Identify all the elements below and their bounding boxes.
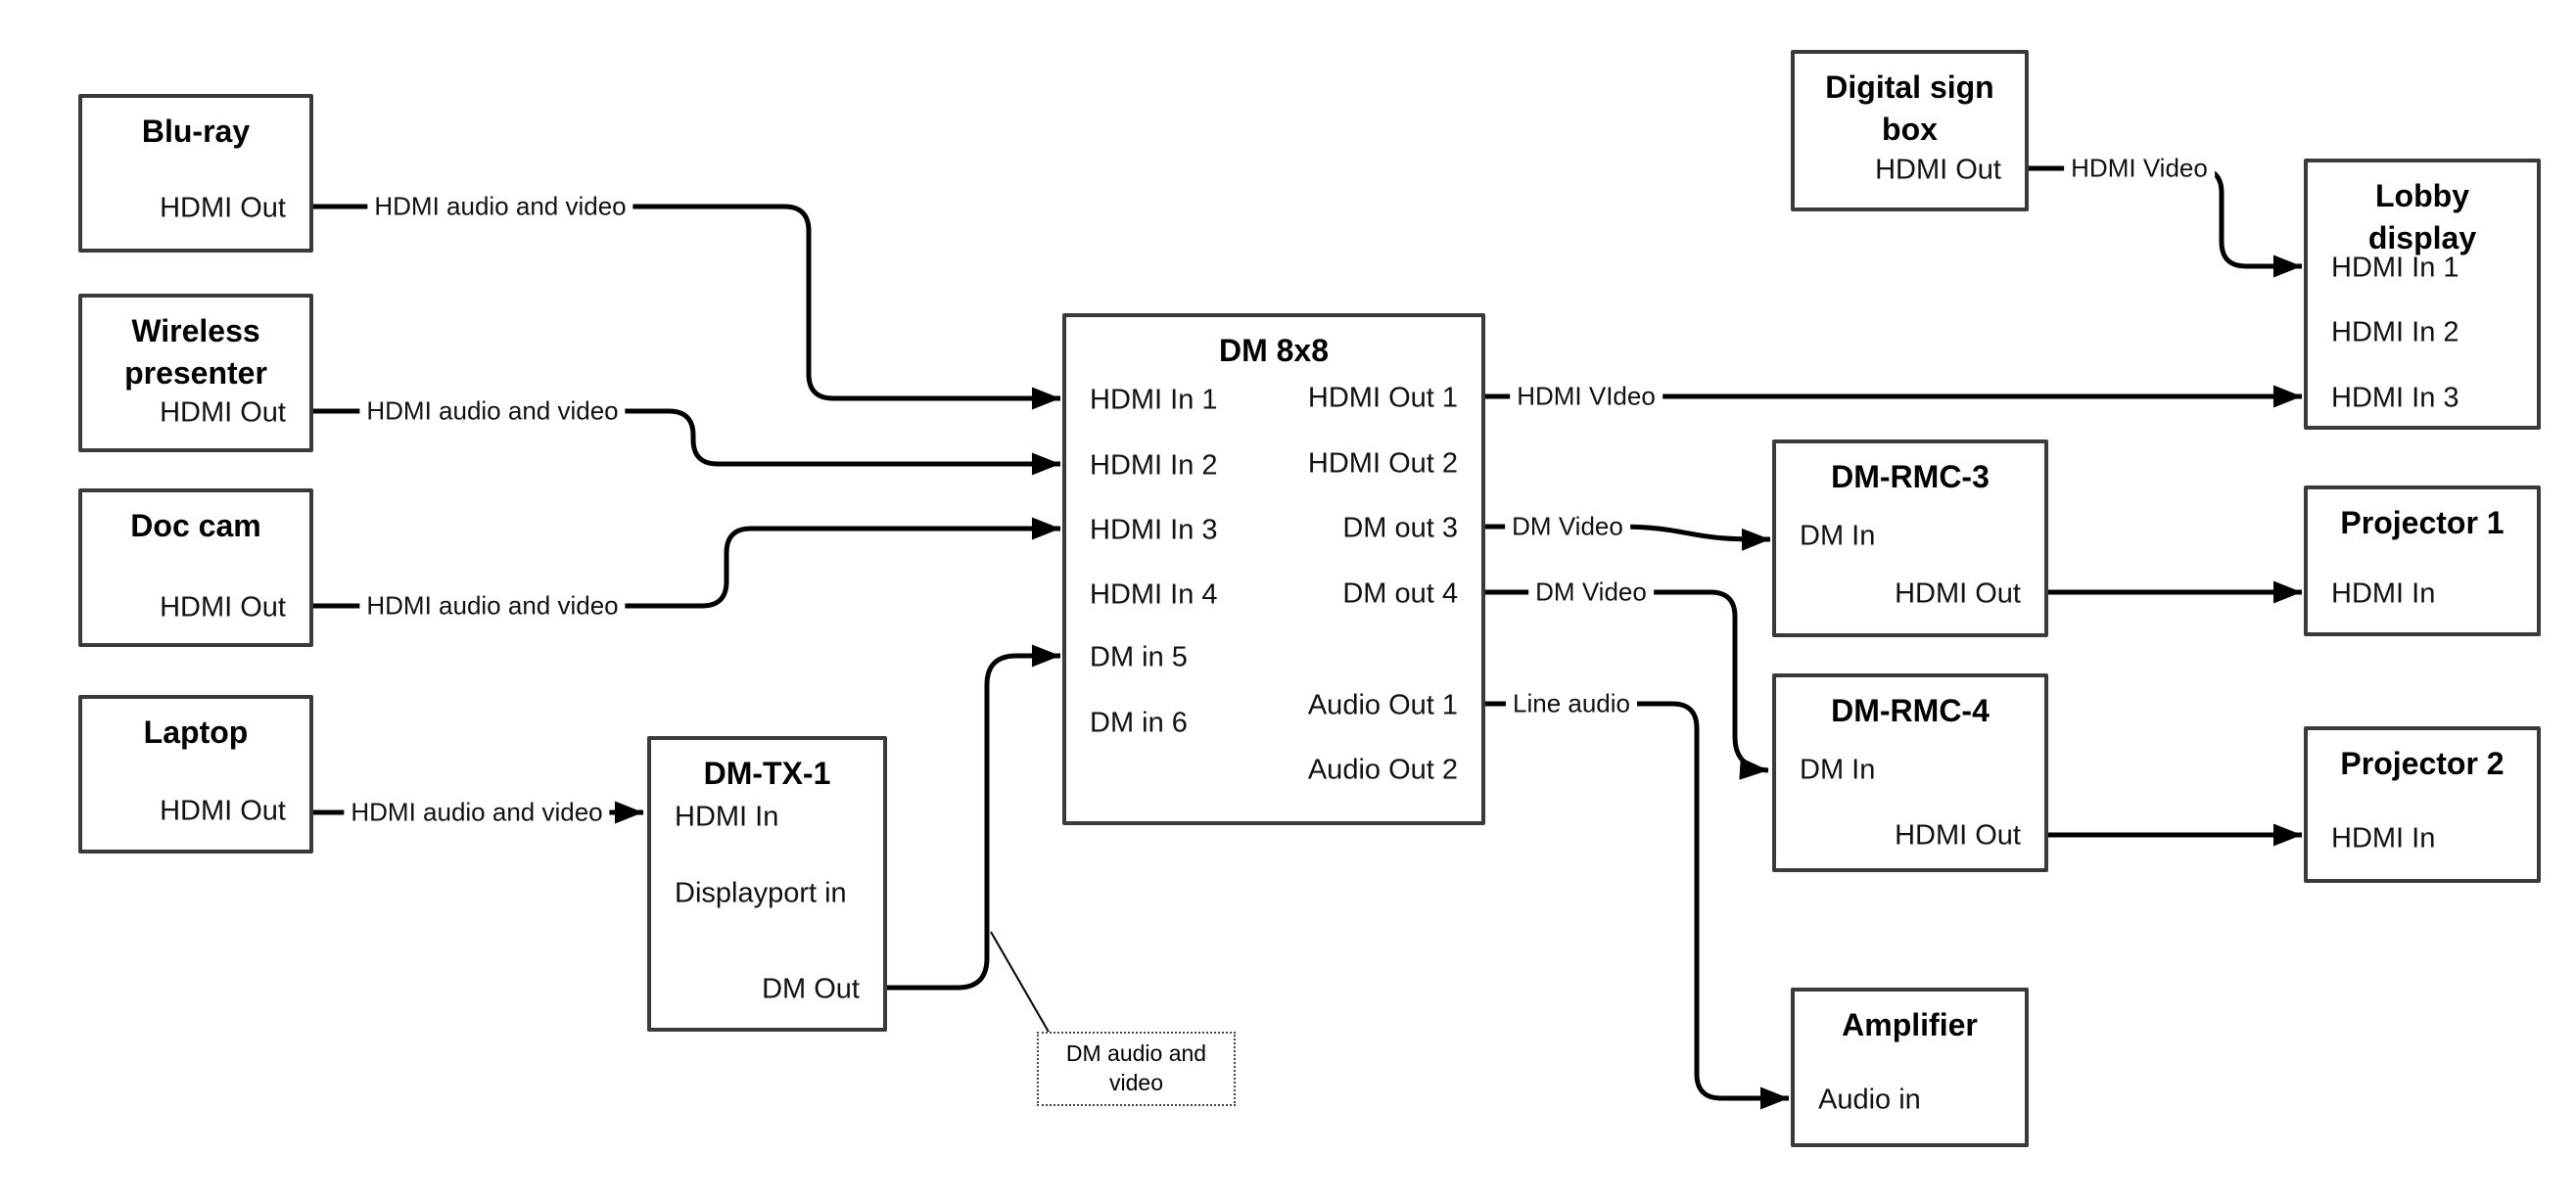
port-dm-8x8-dm-in-5: DM in 5	[1090, 641, 1188, 673]
node-title-amplifier: Amplifier	[1842, 1007, 1978, 1042]
port-dm-rmc-4-hdmi-out: HDMI Out	[1895, 819, 2021, 852]
edge-dm8x8-audio1-to-amp	[1485, 701, 1789, 1110]
port-dm-tx-1-hdmi-in: HDMI In	[675, 801, 779, 833]
port-wireless-presenter-hdmi-out: HDMI Out	[160, 396, 286, 429]
edge-label-dm8x8-out4-to-rmc4: DM Video	[1528, 576, 1654, 609]
port-lobby-display-hdmi-in-1: HDMI In 1	[2331, 252, 2459, 284]
edge-note-leader	[990, 931, 1051, 1035]
node-dm-rmc-4: DM-RMC-4 DM In HDMI Out	[1772, 673, 2048, 872]
port-dm-8x8-dm-out-3: DM out 3	[1342, 512, 1458, 544]
edge-label-dm8x8-out1-to-lobby-in3: HDMI VIdeo	[1510, 380, 1663, 413]
port-dm-8x8-dm-out-4: DM out 4	[1342, 577, 1458, 610]
edge-label-bluray-to-dm8x8-in1: HDMI audio and video	[367, 190, 633, 223]
port-dm-8x8-hdmi-in-2: HDMI In 2	[1090, 449, 1218, 482]
port-dm-8x8-hdmi-out-2: HDMI Out 2	[1307, 447, 1458, 480]
port-projector-1-hdmi-in: HDMI In	[2331, 577, 2436, 610]
node-title-doc-cam: Doc cam	[130, 508, 261, 543]
edge-label-dm8x8-audio1-to-amp: Line audio	[1506, 687, 1637, 720]
node-dm-audio-video-note: DM audio and video	[1037, 1032, 1236, 1106]
port-dm-tx-1-displayport-in: Displayport in	[675, 877, 847, 909]
port-lobby-display-hdmi-in-3: HDMI In 3	[2331, 382, 2459, 414]
edge-label-doccam-to-dm8x8-in3: HDMI audio and video	[359, 589, 626, 623]
edge-label-laptop-to-dmtx1: HDMI audio and video	[344, 796, 610, 829]
node-title-blu-ray: Blu-ray	[141, 114, 251, 149]
port-dm-rmc-3-hdmi-out: HDMI Out	[1895, 577, 2021, 610]
node-title-projector-2: Projector 2	[2340, 746, 2505, 781]
port-digital-sign-box-hdmi-out: HDMI Out	[1875, 154, 2001, 186]
edge-label-sign-to-lobby-in1: HDMI Video	[2064, 152, 2215, 185]
port-dm-rmc-3-dm-in: DM In	[1800, 520, 1876, 552]
node-dm-rmc-3: DM-RMC-3 DM In HDMI Out	[1772, 439, 2048, 637]
port-doc-cam-hdmi-out: HDMI Out	[160, 591, 286, 624]
port-dm-rmc-4-dm-in: DM In	[1800, 754, 1876, 786]
node-title-lobby-display: Lobby display	[2367, 178, 2477, 255]
node-title-laptop: Laptop	[143, 715, 249, 750]
port-dm-8x8-dm-in-6: DM in 6	[1090, 707, 1188, 739]
port-dm-8x8-audio-out-2: Audio Out 2	[1307, 754, 1458, 786]
edge-dmtx1-to-dm8x8-in5	[887, 644, 1060, 991]
node-title-dm-rmc-3: DM-RMC-3	[1831, 459, 1990, 494]
node-title-dm-tx-1: DM-TX-1	[703, 756, 831, 791]
port-amplifier-audio-in: Audio in	[1818, 1084, 1921, 1116]
port-dm-8x8-audio-out-1: Audio Out 1	[1307, 689, 1458, 721]
node-projector-2: Projector 2 HDMI In	[2304, 726, 2541, 883]
node-title-wireless-presenter: Wireless presenter	[124, 313, 267, 391]
edge-bluray-to-dm8x8-in1	[313, 204, 1060, 410]
edge-dm8x8-out4-to-rmc4	[1485, 589, 1769, 780]
edge-label-dm8x8-out3-to-rmc3: DM Video	[1505, 510, 1630, 543]
port-lobby-display-hdmi-in-2: HDMI In 2	[2331, 316, 2459, 348]
port-dm-tx-1-dm-out: DM Out	[762, 973, 860, 1005]
port-laptop-hdmi-out: HDMI Out	[160, 795, 286, 827]
node-title-projector-1: Projector 1	[2340, 505, 2505, 540]
port-blu-ray-hdmi-out: HDMI Out	[160, 192, 286, 224]
port-dm-8x8-hdmi-out-1: HDMI Out 1	[1307, 382, 1458, 414]
node-title-dm-8x8: DM 8x8	[1218, 333, 1330, 368]
port-dm-8x8-hdmi-in-4: HDMI In 4	[1090, 578, 1218, 611]
node-projector-1: Projector 1 HDMI In	[2304, 485, 2541, 636]
port-dm-8x8-hdmi-in-1: HDMI In 1	[1090, 384, 1218, 416]
port-dm-8x8-hdmi-in-3: HDMI In 3	[1090, 514, 1218, 546]
node-title-digital-sign-box: Digital sign box	[1825, 69, 1994, 147]
edge-doccam-to-dm8x8-in3	[313, 517, 1060, 609]
edge-wireless-to-dm8x8-in2	[313, 408, 1060, 476]
node-title-dm-rmc-4: DM-RMC-4	[1831, 693, 1990, 728]
port-projector-2-hdmi-in: HDMI In	[2331, 822, 2436, 855]
node-title-dm-audio-video-note: DM audio and video	[1065, 1040, 1207, 1095]
edge-label-wireless-to-dm8x8-in2: HDMI audio and video	[359, 394, 626, 428]
